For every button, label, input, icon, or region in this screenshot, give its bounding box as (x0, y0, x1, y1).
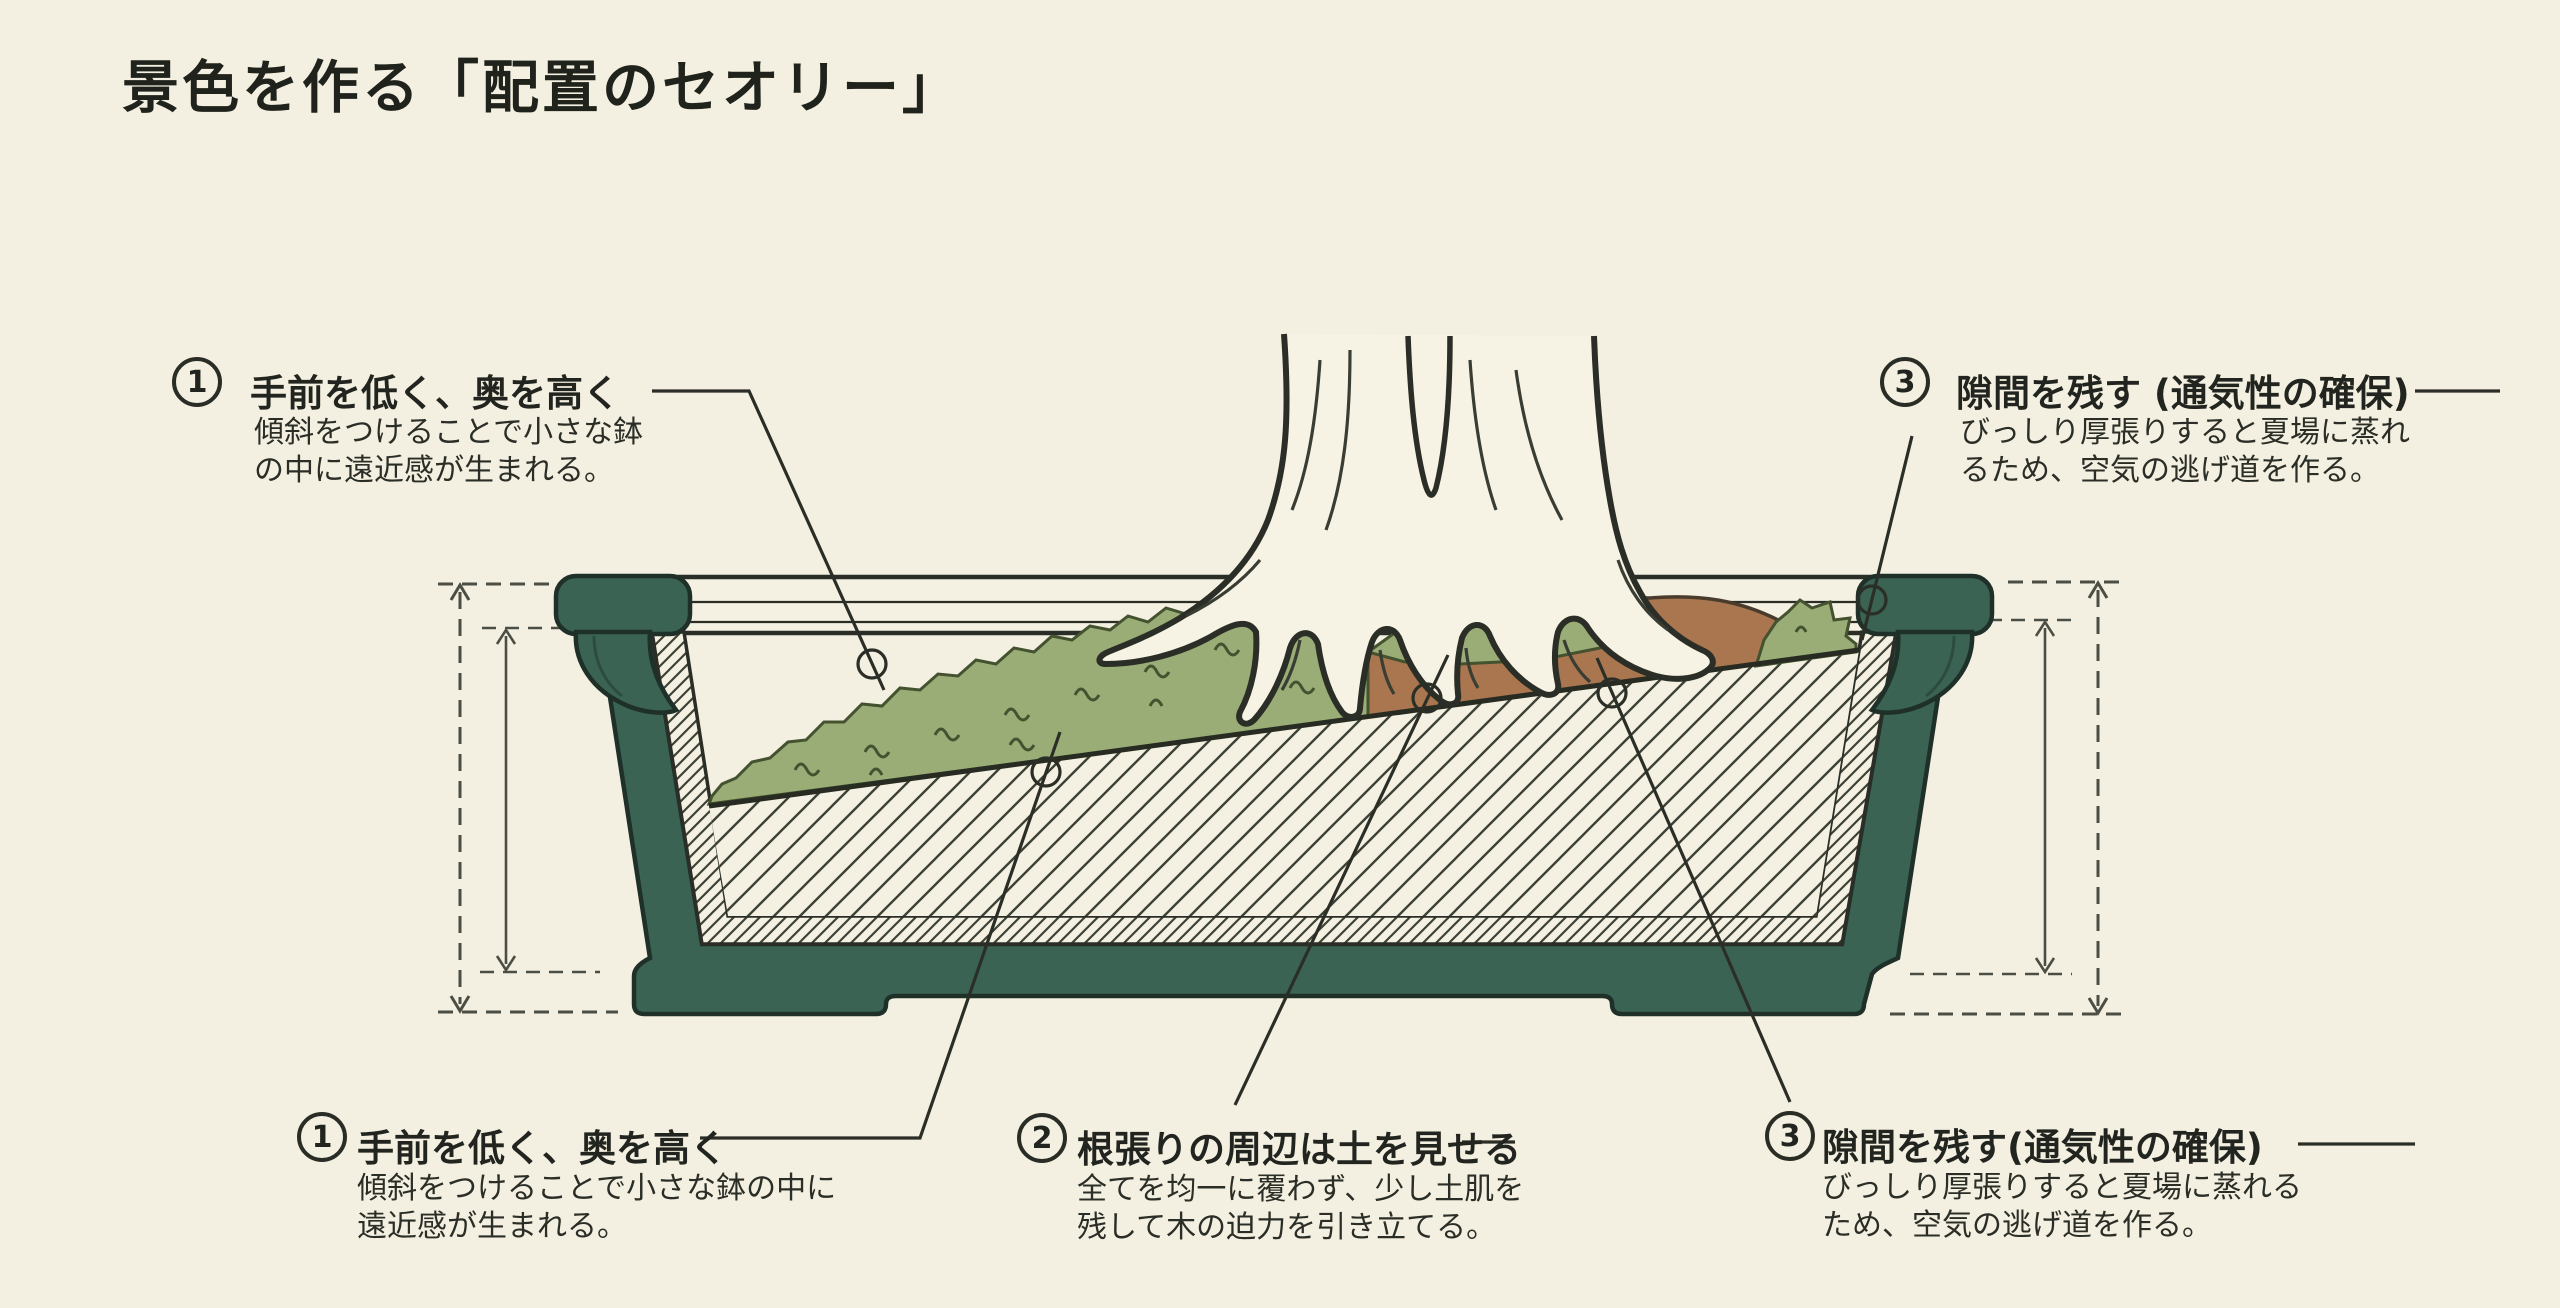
marker-point-2 (1411, 682, 1443, 714)
pot-body (597, 629, 1951, 1017)
callout-heading-3-top: 隙間を残す (通気性の確保) (1956, 372, 2410, 415)
pot-rim-right-ear (1855, 573, 1995, 715)
callout-badge-1-bottom: 1 (297, 1112, 347, 1162)
dimension-left-outer (438, 582, 618, 1014)
dimension-right-inner (1910, 618, 2072, 976)
marker-point-3-bottom (1596, 677, 1628, 709)
callout-badge-2: 2 (1017, 1113, 1067, 1163)
callout-body-2: 全てを均一に覆わず、少し土肌を 残して木の迫力を引き立てる。 (1077, 1172, 1525, 1246)
callout-heading-1-bottom: 手前を低く、奥を高く (357, 1127, 727, 1170)
leader-top-right (1860, 435, 1914, 641)
callout-badge-3-top: 3 (1880, 357, 1930, 407)
leader-bottom-left (700, 731, 1062, 1140)
tree-trunk-roots (1096, 333, 1716, 727)
leader-bottom-middle (1233, 654, 1450, 1106)
leader-top-left (652, 389, 886, 691)
callout-badge-1-top: 1 (172, 357, 222, 407)
leader-bottom-right (1595, 657, 1792, 1103)
marker-point-3-top (1856, 584, 1888, 616)
marker-point-1-bottom (1030, 756, 1062, 788)
callout-body-1-bottom: 傾斜をつけることで小さな鉢の中に 遠近感が生まれる。 (357, 1171, 837, 1245)
callout-body-3-top: びっしり厚張りすると夏場に蒸れ るため、空気の逃げ道を作る。 (1960, 415, 2410, 489)
soil-hatched-section (709, 650, 1859, 916)
dimension-right-outer (1890, 580, 2122, 1016)
pot-rim-left-ear (553, 573, 693, 715)
trunk-detail-lines (1185, 349, 1669, 695)
callout-body-3-bottom: びっしり厚張りすると夏場に蒸れる ため、空気の逃げ道を作る。 (1822, 1170, 2302, 1244)
callout-heading-1-top: 手前を低く、奥を高く (250, 372, 620, 415)
moss-right (1753, 598, 1858, 668)
pot-wall-cross-section (649, 630, 1899, 946)
callout-leader-lines (652, 389, 2500, 1146)
callout-badge-3-bottom: 3 (1765, 1111, 1815, 1161)
callout-body-1-top: 傾斜をつけることで小さな鉢 の中に遠近感が生まれる。 (254, 415, 644, 489)
dimension-left-inner (480, 626, 600, 974)
marker-point-1-top (856, 648, 888, 680)
callout-heading-2: 根張りの周辺は土を見せる (1077, 1128, 1521, 1171)
page-title: 景色を作る「配置のセオリー」 (122, 57, 962, 120)
callout-heading-3-bottom: 隙間を残す(通気性の確保) (1822, 1126, 2263, 1169)
